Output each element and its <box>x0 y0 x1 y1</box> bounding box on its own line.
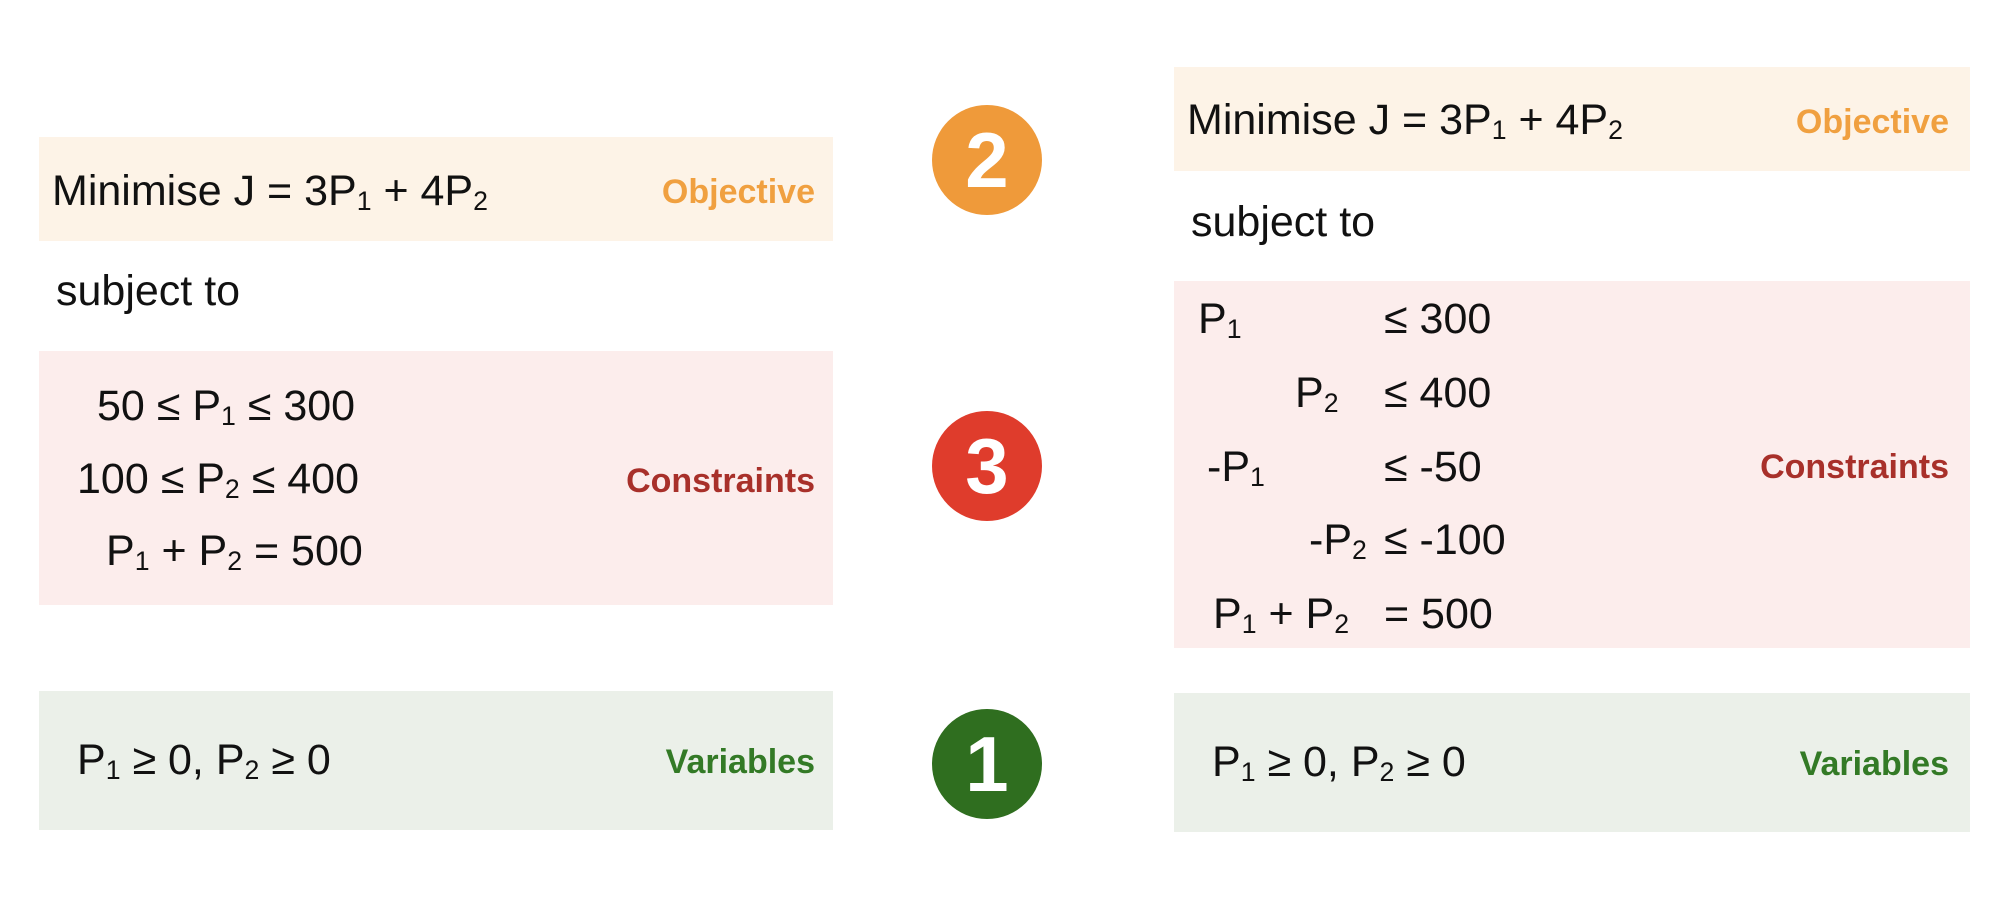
right-constraint-row-4: -P2 <box>1309 516 1367 565</box>
right-constraints-box <box>1174 281 1970 648</box>
left-objective-tag: Objective <box>661 173 815 211</box>
left-objective-formula: Minimise J = 3P1 + 4P2 <box>52 167 488 216</box>
step-2-badge: 2 <box>932 105 1042 215</box>
step-1-badge: 1 <box>932 709 1042 819</box>
left-constraint-row-2: 100 ≤ P2 ≤ 400 <box>77 455 359 504</box>
right-constraint-row-2-rhs: ≤ 400 <box>1384 369 1492 417</box>
right-constraint-row-1: P1 <box>1198 295 1242 344</box>
left-variables-box <box>39 691 833 830</box>
right-constraint-row-3-rhs: ≤ -50 <box>1384 443 1482 491</box>
right-constraint-row-4-rhs: ≤ -100 <box>1384 516 1506 564</box>
left-subject-to: subject to <box>56 267 241 315</box>
step-3-badge: 3 <box>932 411 1042 521</box>
right-constraint-row-1-rhs: ≤ 300 <box>1384 295 1492 343</box>
right-constraint-row-5-rhs: = 500 <box>1384 590 1493 638</box>
right-variables-tag: Variables <box>1799 745 1949 783</box>
left-objective-box <box>39 137 833 241</box>
right-subject-to: subject to <box>1191 198 1376 246</box>
left-constraints-box <box>39 351 833 605</box>
right-constraints-tag: Constraints <box>1760 448 1949 486</box>
right-constraint-row-5: P1 + P2 <box>1213 590 1350 639</box>
right-variables-formula: P1 ≥ 0, P2 ≥ 0 <box>1212 738 1466 787</box>
left-constraint-row-1: 50 ≤ P1 ≤ 300 <box>97 382 356 431</box>
right-objective-formula: Minimise J = 3P1 + 4P2 <box>1187 96 1623 145</box>
right-objective-tag: Objective <box>1795 103 1949 141</box>
right-constraint-row-3: -P1 <box>1207 443 1265 492</box>
right-variables-box <box>1174 693 1970 832</box>
right-objective-box <box>1174 67 1970 171</box>
right-constraint-row-2: P2 <box>1295 369 1339 418</box>
left-constraints-tag: Constraints <box>626 462 815 500</box>
left-constraint-row-3: P1 + P2 = 500 <box>106 527 363 576</box>
left-variables-tag: Variables <box>665 743 815 781</box>
left-variables-formula: P1 ≥ 0, P2 ≥ 0 <box>77 736 331 785</box>
